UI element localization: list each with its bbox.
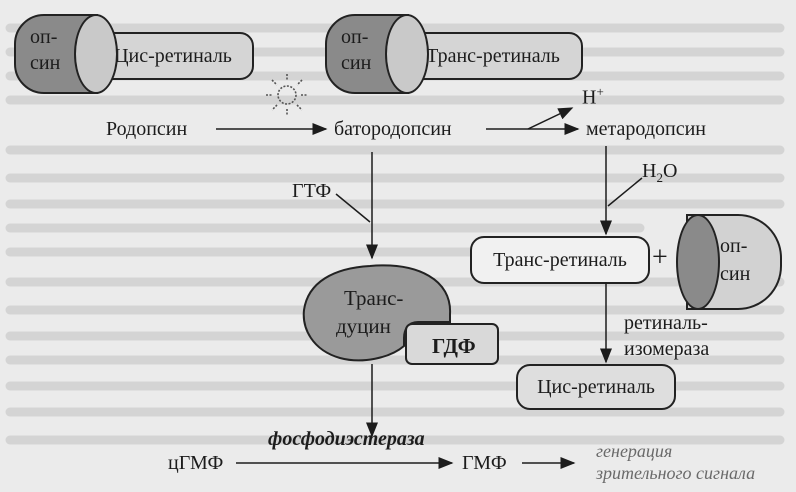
metarhodopsin-label: метародопсин xyxy=(586,118,706,140)
opsin-label-top: оп- син xyxy=(341,26,372,74)
bathorhodopsin-complex: Транс-ретиналь оп- син xyxy=(325,14,587,94)
trans-retinal-box: Транс-ретиналь xyxy=(470,236,650,284)
gtp-label: ГТФ xyxy=(292,180,332,202)
opsin-label: оп- син xyxy=(30,26,61,74)
opsin-cylinder-cap xyxy=(74,14,118,94)
opsin-cylinder-cap-top xyxy=(385,14,429,94)
opsin-cylinder-cap-right xyxy=(676,214,720,310)
rhodopsin-label: Родопсин xyxy=(106,118,188,140)
water-label: H2O xyxy=(642,160,678,185)
cgmp-label: цГМФ xyxy=(168,452,224,474)
plus-sign: + xyxy=(652,242,668,273)
h-plus-label: H+ xyxy=(582,84,604,109)
free-opsin: оп- син xyxy=(676,214,786,310)
trans-retinal-label: Транс-ретиналь xyxy=(493,249,627,271)
transducin-shape xyxy=(302,264,499,365)
cis-retinal-box-bottom: Цис-ретиналь xyxy=(516,364,676,410)
gmp-label: ГМФ xyxy=(462,452,507,474)
trans-retinal-box-top: Транс-ретиналь xyxy=(403,32,583,80)
cis-retinal-box: Цис-ретиналь xyxy=(92,32,254,80)
bathorhodopsin-label: батородопсин xyxy=(334,118,452,140)
gdp-label: ГДФ xyxy=(432,334,476,358)
cis-retinal-label: Цис-ретиналь xyxy=(114,45,232,67)
rhodopsin-complex: Цис-ретиналь оп- син xyxy=(14,14,254,94)
cis-retinal-label-bottom: Цис-ретиналь xyxy=(537,376,655,398)
transducin-label: Транс- дуцин xyxy=(336,286,404,338)
phosphodiesterase-label: фосфодиэстераза xyxy=(268,428,425,450)
signal-generation-label: генерация зрительного сигнала xyxy=(596,441,756,483)
opsin-label-right: оп- син xyxy=(720,235,751,285)
isomerase-label: ретиналь- изомераза xyxy=(624,312,710,360)
trans-retinal-label-top: Транс-ретиналь xyxy=(426,45,560,67)
light-sun-icon xyxy=(266,74,308,116)
